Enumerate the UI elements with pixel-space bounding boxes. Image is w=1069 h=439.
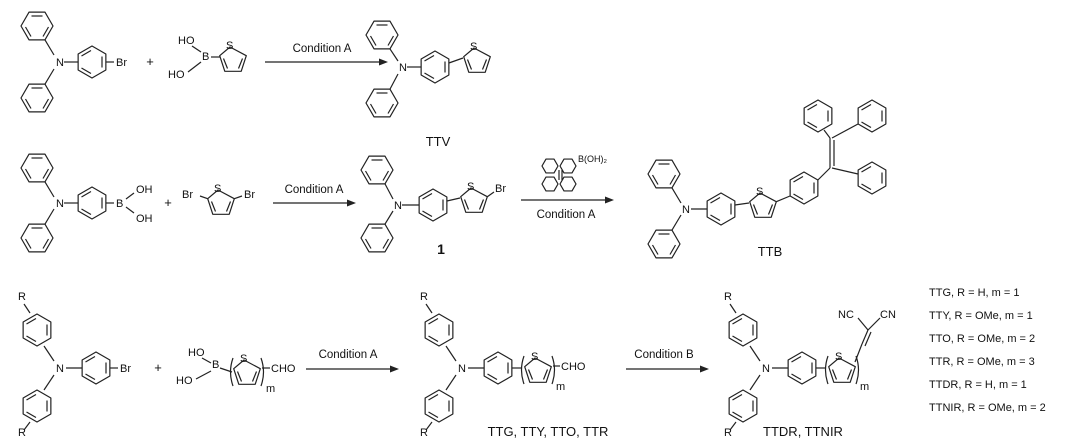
aldehyde-label: CHO [271, 363, 296, 375]
condition-label: Condition A [319, 349, 378, 361]
hydroxyl-label: HO [178, 35, 195, 47]
compound-label-ttdr-ttnir: TTDR, TTNIR [763, 424, 843, 439]
row1-product-ttv: S N TTV [365, 20, 491, 149]
condition-label: Condition A [285, 184, 344, 196]
row2-reaction-arrow-2: B(OH)₂ Condition A [521, 154, 614, 221]
nitrogen-atom-label: N [56, 363, 64, 375]
bromine-atom-label: Br [495, 183, 506, 195]
row1-reaction-arrow: Condition A [265, 43, 388, 66]
condition-label: Condition A [293, 43, 352, 55]
legend-entry: TTNIR, R = OMe, m = 2 [929, 402, 1046, 414]
row2-reaction-arrow-1: Condition A [273, 184, 356, 207]
row1-triphenylamine-bromide: N Br [20, 11, 127, 113]
bromine-atom-label: Br [244, 189, 255, 201]
hydroxyl-label: OH [136, 184, 153, 196]
compound-label-ttb: TTB [758, 244, 783, 259]
row2-triphenylamine-boronic-acid: N B OH OH [20, 153, 153, 253]
nitrogen-atom-label: N [394, 200, 402, 212]
condition-label: Condition A [537, 209, 596, 221]
substituent-r-label: R [420, 291, 428, 303]
nitrogen-atom-label: N [399, 62, 407, 74]
row2-intermediate-1: S Br N 1 [360, 155, 506, 257]
plus-sign: + [154, 360, 162, 375]
nitrogen-atom-label: N [682, 204, 690, 216]
legend-entry: TTO, R = OMe, m = 2 [929, 333, 1035, 345]
compound-label-ttv: TTV [426, 134, 451, 149]
sulfur-atom-label: S [226, 40, 233, 52]
row3-product-ttdr-ttnir: R N R S m NC CN TTDR, TTNIR [724, 291, 896, 439]
substituent-r-label: R [724, 427, 732, 439]
legend-entry: TTG, R = H, m = 1 [929, 287, 1019, 299]
row2-product-ttb: S N TTB [647, 99, 887, 259]
nitrogen-atom-label: N [762, 363, 770, 375]
repeat-unit-m-label: m [860, 381, 869, 393]
row2-dibromothiophene: S Br Br [182, 183, 255, 215]
sulfur-atom-label: S [835, 351, 842, 363]
hydroxyl-label: HO [168, 69, 185, 81]
compound-label-ttg-tty-tto-ttr: TTG, TTY, TTO, TTR [488, 424, 609, 439]
nitrogen-atom-label: N [56, 198, 64, 210]
substituent-r-label: R [724, 291, 732, 303]
boron-atom-label: B [202, 51, 209, 63]
hydroxyl-label: HO [176, 375, 193, 387]
compound-label-1: 1 [437, 241, 445, 257]
sulfur-atom-label: S [467, 181, 474, 193]
nitrile-label: NC [838, 309, 854, 321]
boron-atom-label: B [116, 198, 123, 210]
boron-atom-label: B [212, 359, 219, 371]
substituent-r-label: R [18, 427, 26, 439]
hydroxyl-label: HO [188, 347, 205, 359]
row3-oligothiophene-boronic-acid: HO B HO S CHO m [176, 347, 296, 395]
plus-sign: + [146, 54, 154, 69]
aldehyde-label: CHO [561, 361, 586, 373]
substituent-legend: TTG, R = H, m = 1 TTY, R = OMe, m = 1 TT… [929, 287, 1046, 414]
sulfur-atom-label: S [531, 351, 538, 363]
repeat-unit-m-label: m [266, 383, 275, 395]
bromine-atom-label: Br [182, 189, 193, 201]
condition-label: Condition B [634, 349, 694, 361]
repeat-unit-m-label: m [556, 381, 565, 393]
row3-substituted-triphenylamine-bromide: R N R Br [18, 291, 131, 439]
plus-sign: + [164, 195, 172, 210]
sulfur-atom-label: S [214, 183, 221, 195]
row3-reaction-arrow-1: Condition A [306, 349, 399, 373]
nitrile-label: CN [880, 309, 896, 321]
hydroxyl-label: OH [136, 213, 153, 225]
sulfur-atom-label: S [756, 186, 763, 198]
nitrogen-atom-label: N [56, 57, 64, 69]
row1-thiophene-boronic-acid: HO B HO S [168, 35, 247, 81]
row3-product-ttg-tty-tto-ttr: R N R S CHO m TTG, TTY, TTO, TTR [420, 291, 608, 439]
bromine-atom-label: Br [120, 363, 131, 375]
legend-entry: TTR, R = OMe, m = 3 [929, 356, 1035, 368]
boronic-acid-label: B(OH)₂ [578, 154, 607, 164]
tetraphenylethylene-boronic-acid-reagent: B(OH)₂ [541, 154, 607, 192]
nitrogen-atom-label: N [458, 363, 466, 375]
sulfur-atom-label: S [470, 41, 477, 53]
substituent-r-label: R [18, 291, 26, 303]
bromine-atom-label: Br [116, 57, 127, 69]
legend-entry: TTDR, R = H, m = 1 [929, 379, 1027, 391]
legend-entry: TTY, R = OMe, m = 1 [929, 310, 1033, 322]
substituent-r-label: R [420, 427, 428, 439]
row3-reaction-arrow-2: Condition B [626, 349, 709, 373]
sulfur-atom-label: S [240, 353, 247, 365]
